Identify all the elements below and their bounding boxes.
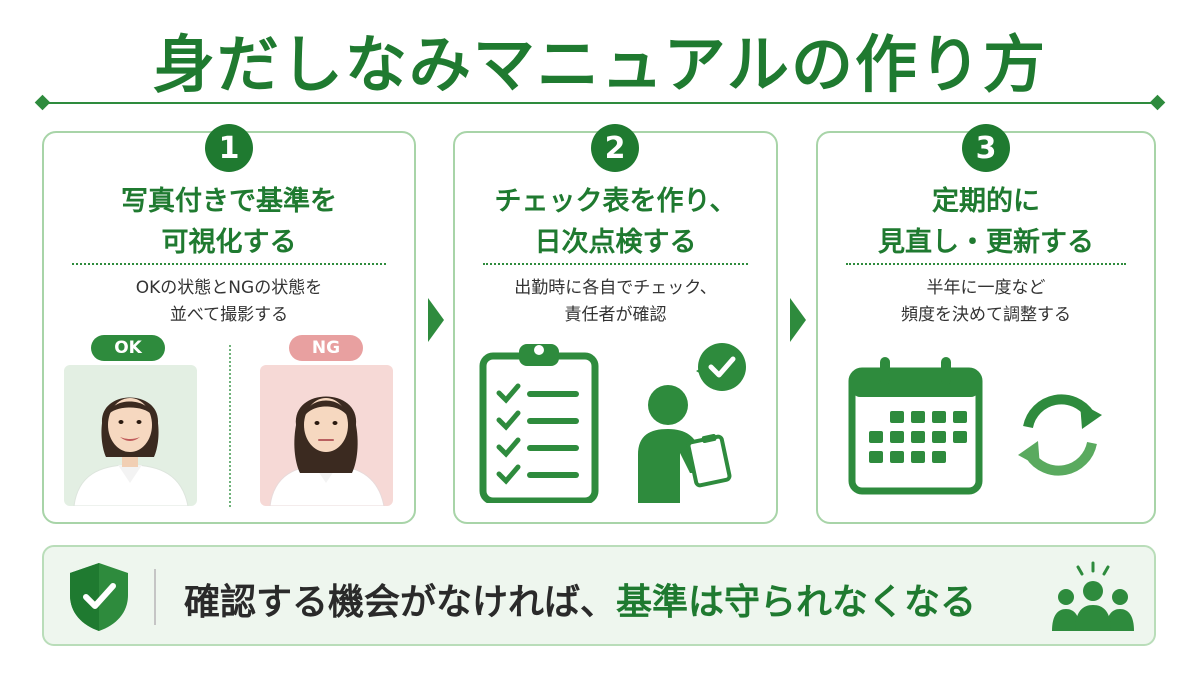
- step-badge-2: 2: [591, 124, 639, 172]
- step-card-1: 写真付きで基準を 可視化する OKの状態とNGの状態を 並べて撮影する OK N…: [42, 131, 416, 524]
- step-title-2: チェック表を作り、 日次点検する: [494, 186, 737, 258]
- ng-photo: [260, 365, 393, 506]
- clipboard-checklist-icon: [479, 344, 599, 503]
- arrow-icon: [790, 298, 806, 342]
- step-desc-1: OKの状態とNGの状態を 並べて撮影する: [135, 278, 323, 325]
- ok-badge: OK: [91, 335, 165, 361]
- conclusion-banner: 確認する機会がなければ、基準は守られなくなる: [42, 545, 1156, 646]
- refresh-icon: [1018, 394, 1102, 476]
- comparison-divider: [229, 345, 231, 507]
- step-desc-2: 出勤時に各自でチェック、 責任者が確認: [514, 278, 717, 325]
- ok-photo: [64, 365, 197, 506]
- step-card-2: チェック表を作り、 日次点検する 出勤時に各自でチェック、 責任者が確認: [453, 131, 778, 524]
- title-rule: [42, 102, 1158, 104]
- page-title: 身だしなみマニュアルの作り方: [152, 28, 1048, 101]
- arrow-icon: [428, 298, 444, 342]
- team-icon: [1052, 561, 1134, 631]
- dotted-divider: [483, 263, 748, 265]
- dotted-divider: [72, 263, 386, 265]
- shield-check-icon: [70, 563, 128, 631]
- conclusion-text: 確認する機会がなければ、基準は守られなくなる: [184, 582, 977, 623]
- step-badge-3: 3: [962, 124, 1010, 172]
- dotted-divider: [846, 263, 1126, 265]
- step-badge-1: 1: [205, 124, 253, 172]
- step-title-3: 定期的に 見直し・更新する: [878, 186, 1094, 258]
- banner-separator: [154, 569, 156, 625]
- step-desc-3: 半年に一度など 頻度を決めて調整する: [901, 278, 1071, 325]
- calendar-icon: [848, 357, 983, 495]
- ng-badge: NG: [289, 335, 363, 361]
- inspector-person-icon: [638, 343, 746, 503]
- step-title-1: 写真付きで基準を 可視化する: [121, 186, 337, 258]
- step-card-3: 定期的に 見直し・更新する 半年に一度など 頻度を決めて調整する: [816, 131, 1156, 524]
